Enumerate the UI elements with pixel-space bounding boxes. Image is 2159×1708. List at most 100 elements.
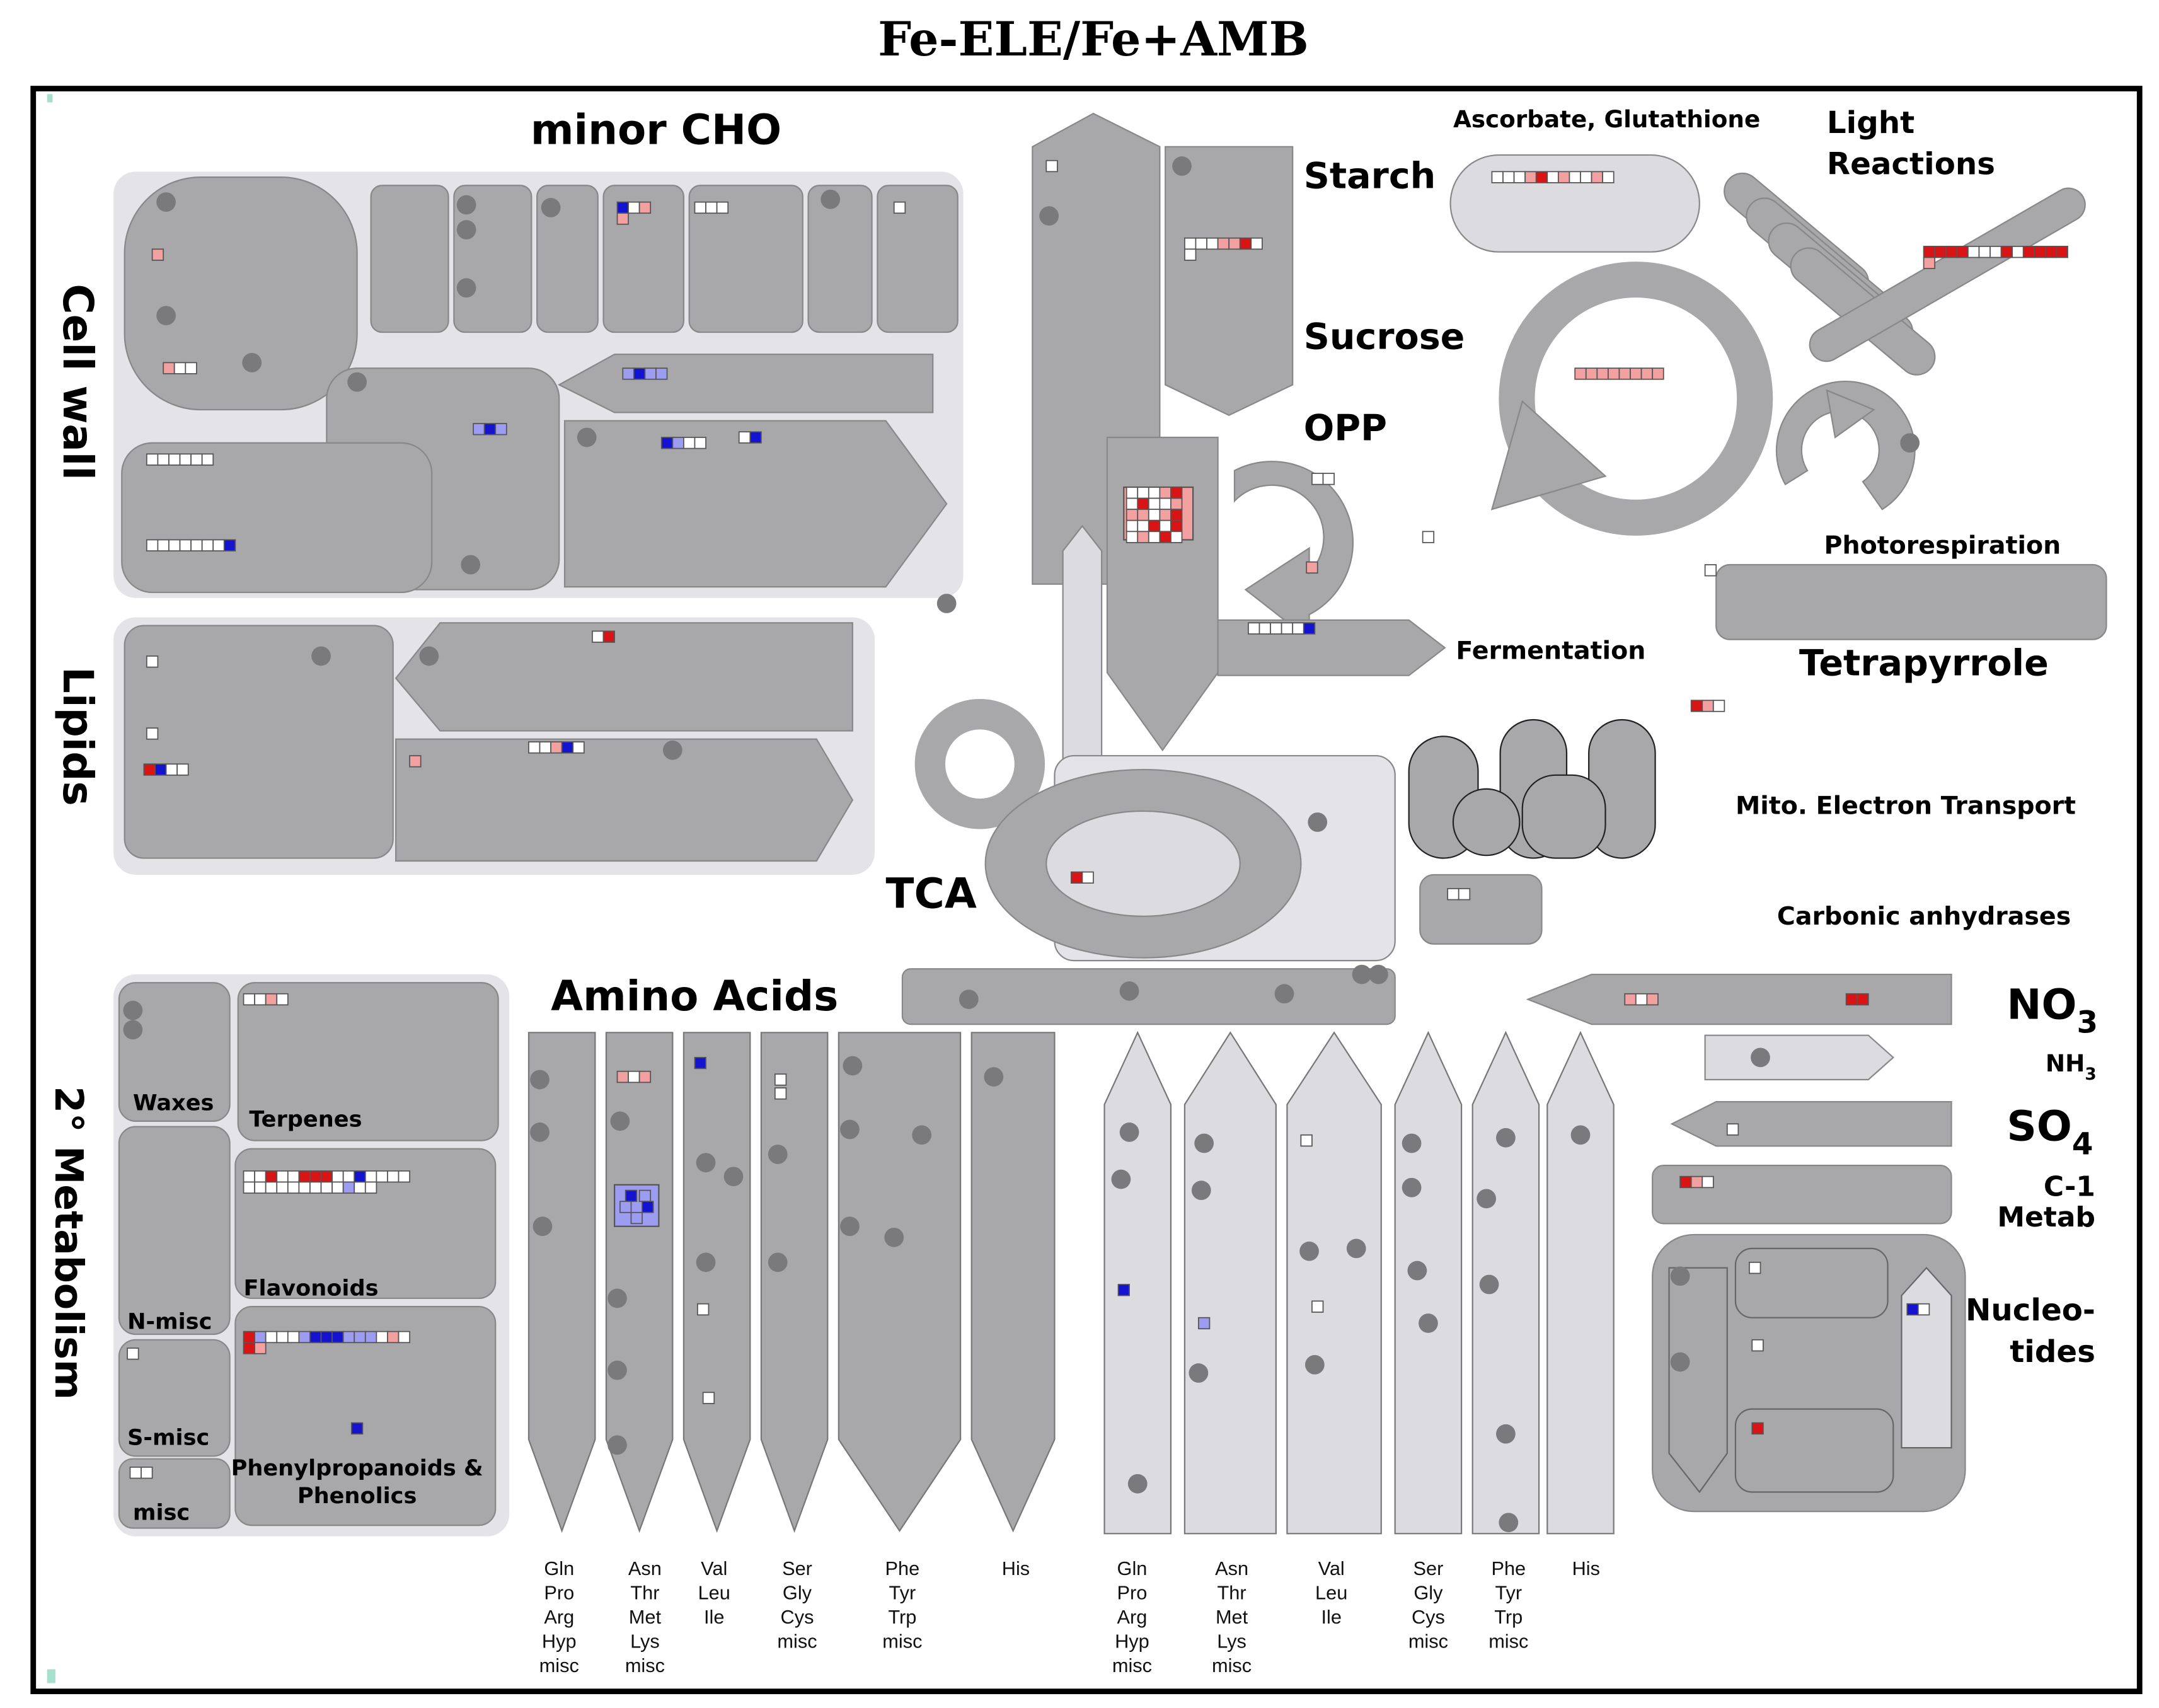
gene-dot <box>723 1167 744 1187</box>
expression-square <box>1148 487 1161 499</box>
gene-dot <box>843 1056 863 1076</box>
expression-square <box>254 993 267 1006</box>
expression-square <box>473 423 485 436</box>
expression-square <box>1524 171 1537 183</box>
expression-square <box>254 1330 267 1344</box>
expression-square <box>1726 1123 1739 1136</box>
expression-square <box>254 1181 267 1194</box>
expression-square <box>694 1056 706 1070</box>
expression-square <box>1945 246 1958 258</box>
expression-square <box>354 1330 366 1344</box>
gene-dot <box>1352 964 1372 984</box>
gene-dot <box>1194 1133 1214 1153</box>
photorespiration-cycle <box>1775 381 1916 511</box>
so4-arrow <box>1670 1101 1952 1147</box>
no3-label: NO3 <box>2006 980 2098 1040</box>
c1-metab-label-1: C-1 <box>2044 1170 2095 1203</box>
phenolics-label: Phenolics <box>297 1483 417 1509</box>
expression-square <box>696 1303 710 1316</box>
nucleotides-label-1: Nucleo- <box>1966 1293 2095 1328</box>
expression-square <box>1137 497 1149 511</box>
gene-dot <box>696 1153 716 1173</box>
expression-square <box>173 362 187 374</box>
expression-square <box>190 453 203 466</box>
gene-dot <box>1274 984 1294 1004</box>
expression-square <box>243 1330 255 1344</box>
expression-square <box>1934 246 1947 258</box>
expression-square <box>309 1181 322 1194</box>
expression-square <box>1126 519 1139 533</box>
expression-square <box>157 453 170 466</box>
expression-square <box>1045 159 1058 173</box>
tca-input-arrow <box>1062 524 1103 759</box>
expression-square <box>1956 246 1969 258</box>
expression-square <box>1270 622 1282 635</box>
expression-square <box>1159 497 1172 511</box>
expression-square <box>276 1181 289 1194</box>
expression-square <box>638 1189 652 1203</box>
waxes-box <box>118 982 231 1122</box>
n-misc-box <box>118 1126 231 1336</box>
expression-square <box>143 763 156 776</box>
expression-square <box>1906 1303 1919 1316</box>
expression-square <box>705 201 718 214</box>
expression-square <box>243 1170 255 1183</box>
expression-square <box>561 741 574 754</box>
expression-square <box>1646 993 1659 1006</box>
expression-square <box>1228 237 1241 250</box>
expression-square <box>179 453 192 466</box>
expression-square <box>1602 171 1615 183</box>
expression-square <box>151 248 164 261</box>
aa-degradation-column-3 <box>1286 1031 1382 1535</box>
expression-square <box>276 1330 289 1344</box>
expression-square <box>276 993 289 1006</box>
aa-label: Ile <box>704 1606 724 1628</box>
aa-degradation-column-4 <box>1394 1030 1463 1535</box>
minor-cho-box-1 <box>370 185 449 333</box>
expression-square <box>716 201 729 214</box>
gene-dot <box>607 1288 627 1308</box>
expression-square <box>298 1181 311 1194</box>
minor-cho-box-6 <box>807 185 873 333</box>
expression-square <box>660 437 674 449</box>
expression-square <box>1184 237 1197 250</box>
expression-square <box>1070 871 1083 884</box>
nh3-arrow <box>1704 1034 1894 1081</box>
expression-square <box>1217 237 1230 250</box>
expression-square <box>1148 519 1161 533</box>
expression-square <box>1989 246 2002 258</box>
gene-dot <box>1496 1128 1516 1148</box>
gene-dot <box>541 198 561 217</box>
expression-square <box>702 1392 715 1404</box>
aa-synthesis-column-3 <box>682 1032 751 1533</box>
expression-square <box>616 1070 629 1083</box>
expression-square <box>287 1181 300 1194</box>
c1-metab-label-2: Metab <box>1997 1201 2095 1233</box>
aa-synthesis-column-2 <box>605 1032 674 1533</box>
expression-square <box>354 1181 366 1194</box>
photorespiration-arrowhead <box>1826 389 1875 439</box>
expression-square <box>254 1170 267 1183</box>
cellwall-bottom-box <box>121 442 433 594</box>
expression-square <box>190 539 203 551</box>
aa-label: misc <box>882 1630 922 1652</box>
expression-square <box>1608 367 1620 380</box>
gene-dot <box>1368 964 1388 984</box>
gene-dot <box>577 427 597 447</box>
gene-dot <box>456 278 476 298</box>
expression-square <box>616 212 629 225</box>
expression-square <box>1923 246 1936 258</box>
gene-dot <box>419 646 439 666</box>
expression-square <box>157 539 170 551</box>
expression-square <box>616 201 629 214</box>
light-reactions-label-2: Reactions <box>1827 147 1995 182</box>
expression-square <box>254 1342 267 1354</box>
expression-square <box>342 1170 355 1183</box>
cellwall-arrow-upper <box>557 354 934 413</box>
lipids-arrow-lower <box>395 738 854 862</box>
expression-square <box>628 201 640 214</box>
expression-square <box>1250 237 1263 250</box>
expression-square <box>1624 993 1637 1006</box>
expression-square <box>1170 497 1183 511</box>
expression-square <box>1195 237 1207 250</box>
